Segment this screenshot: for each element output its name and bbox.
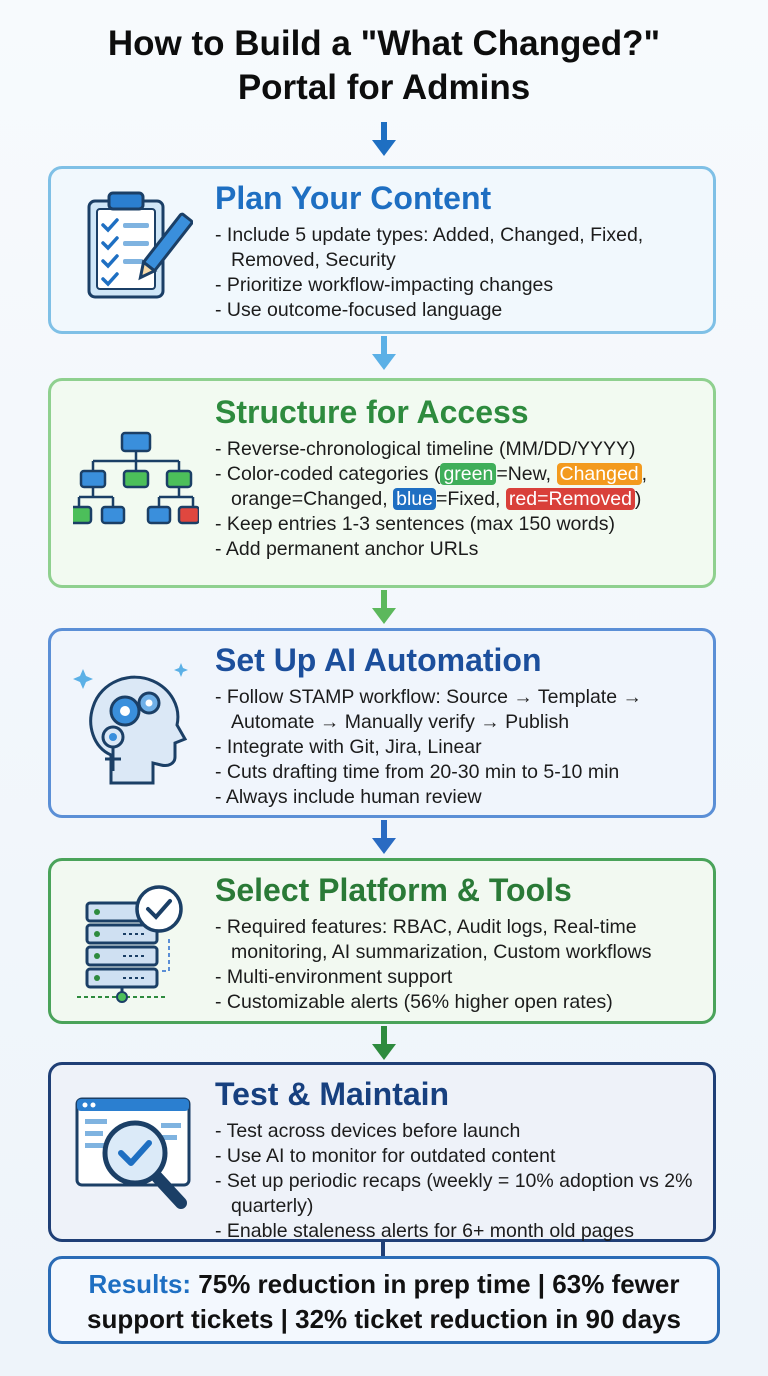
category-chip-changed: Changed (556, 463, 642, 485)
step-card-platform-tools: Select Platform & Tools Required feature… (48, 858, 716, 1024)
hierarchy-tree-icon (73, 431, 199, 525)
bullet-item: Cuts drafting time from 20-30 min to 5-1… (215, 760, 701, 785)
bullet-list: Follow STAMP workflow: Source → Template… (215, 685, 701, 810)
bullet-item: Required features: RBAC, Audit logs, Rea… (215, 915, 701, 965)
results-line-2: support tickets | 32% ticket reduction i… (87, 1304, 681, 1334)
step-title: Plan Your Content (215, 180, 492, 216)
step-title: Structure for Access (215, 394, 529, 430)
bullet-item: Prioritize workflow-impacting changes (215, 273, 701, 298)
clipboard-checklist-icon (87, 191, 193, 299)
color-text: =Fixed, (435, 488, 506, 510)
bullet-item-color-coded: Color-coded categories (green=New, Chang… (215, 462, 701, 512)
bullet-item: Integrate with Git, Jira, Linear (215, 735, 701, 760)
ai-head-gears-icon (73, 663, 188, 785)
bullet-item: Test across devices before launch (215, 1119, 701, 1144)
bullet-list: Reverse-chronological timeline (MM/DD/YY… (215, 437, 701, 562)
bullet-item: Enable staleness alerts for 6+ month old… (215, 1219, 701, 1244)
bullet-item: Use outcome-focused language (215, 298, 701, 323)
category-chip-blue: blue (393, 488, 436, 510)
bullet-item: Include 5 update types: Added, Changed, … (215, 223, 701, 273)
results-label: Results: (88, 1269, 192, 1299)
bullet-item: Add permanent anchor URLs (215, 537, 701, 562)
down-arrow-icon (372, 590, 396, 624)
bullet-list: Include 5 update types: Added, Changed, … (215, 223, 701, 323)
color-text: ) (634, 488, 642, 510)
server-checkmark-icon (77, 885, 183, 1003)
down-arrow-icon (372, 1026, 396, 1060)
bullet-item: Follow STAMP workflow: Source → Template… (215, 685, 701, 735)
step-title: Test & Maintain (215, 1076, 450, 1112)
bullet-item: Always include human review (215, 785, 701, 810)
step-card-plan-content: Plan Your Content Include 5 update types… (48, 166, 716, 334)
page-title: How to Build a "What Changed?" Portal fo… (0, 22, 768, 110)
step-title: Select Platform & Tools (215, 872, 572, 908)
down-arrow-icon (372, 336, 396, 370)
down-arrow-icon (372, 820, 396, 854)
category-chip-red: red=Removed (505, 488, 635, 510)
magnifier-check-icon (75, 1097, 191, 1209)
bullet-item: Reverse-chronological timeline (MM/DD/YY… (215, 437, 701, 462)
down-arrow-icon (372, 122, 396, 156)
bullet-item: Multi-environment support (215, 965, 701, 990)
page-title-line-2: Portal for Admins (237, 68, 531, 107)
category-chip-green: green (440, 463, 497, 485)
color-text: Color-coded categories ( (226, 463, 441, 485)
step-card-test-maintain: Test & Maintain Test across devices befo… (48, 1062, 716, 1242)
step-card-ai-automation: Set Up AI Automation Follow STAMP workfl… (48, 628, 716, 818)
bullet-list: Test across devices before launch Use AI… (215, 1119, 701, 1244)
results-text: 75% reduction in prep time | 63% fewer (198, 1269, 680, 1299)
step-card-structure-access: Structure for Access Reverse-chronologic… (48, 378, 716, 588)
results-banner: Results: 75% reduction in prep time | 63… (48, 1256, 720, 1344)
step-title: Set Up AI Automation (215, 642, 542, 678)
results-line-1: Results: 75% reduction in prep time | 63… (51, 1267, 717, 1302)
bullet-item: Keep entries 1-3 sentences (max 150 word… (215, 512, 701, 537)
color-text: , orange=Changed, (231, 463, 648, 510)
bullet-list: Required features: RBAC, Audit logs, Rea… (215, 915, 701, 1015)
bullet-item: Customizable alerts (56% higher open rat… (215, 990, 701, 1015)
color-text: =New, (496, 463, 557, 485)
bullet-item: Set up periodic recaps (weekly = 10% ado… (215, 1169, 701, 1219)
page-title-line-1: How to Build a "What Changed?" (107, 24, 661, 63)
connector-line (381, 1242, 385, 1256)
bullet-item: Use AI to monitor for outdated content (215, 1144, 701, 1169)
